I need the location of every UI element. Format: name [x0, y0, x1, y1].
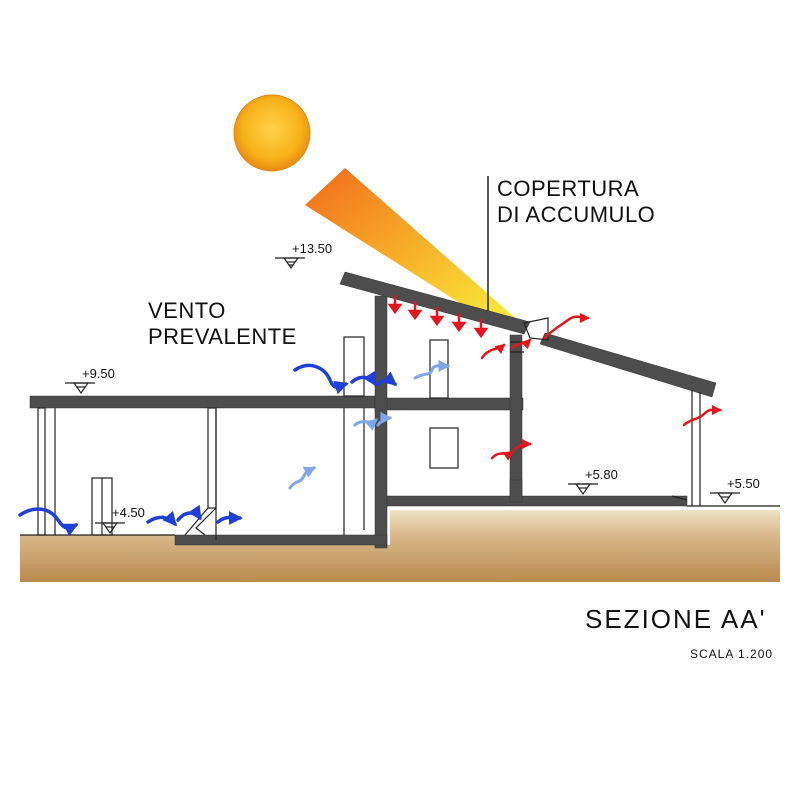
wind-label-line1: VENTO [148, 298, 226, 323]
roof-label-line1: COPERTURA [497, 176, 640, 201]
wind-label-line2: PREVALENTE [148, 324, 297, 349]
wind-arrow [18, 507, 79, 537]
warm-air-arrow [512, 439, 532, 452]
section-title: SEZIONE AA' [585, 604, 767, 634]
warm-air-arrows [387, 294, 722, 461]
roof-label-line2: DI ACCUMULO [497, 202, 656, 227]
cool-air-arrow [353, 418, 378, 431]
wind-arrow [176, 504, 202, 522]
scale-label: SCALA 1.200 [690, 647, 774, 661]
cool-air-arrow [288, 466, 317, 490]
warm-air-arrow [543, 312, 590, 340]
level-left-roof: +9.50 [82, 366, 115, 381]
warm-air-arrow [510, 338, 532, 350]
cool-air-arrow [376, 412, 393, 427]
cold-air-arrows [18, 363, 398, 537]
sun-ray [305, 168, 520, 322]
wind-arrow [376, 371, 398, 386]
cool-air-arrow [413, 359, 451, 380]
wind-arrow [293, 363, 349, 395]
warm-air-arrow [682, 404, 722, 427]
wind-arrow [216, 510, 243, 525]
heat-down-arrows [387, 294, 489, 339]
level-right-ground: +5.50 [727, 476, 760, 491]
sun-icon [233, 94, 311, 172]
level-ground-left: +4.50 [112, 505, 145, 520]
level-terrace: +5.80 [585, 467, 618, 482]
warm-air-arrow [480, 343, 506, 360]
ground [20, 510, 780, 582]
building-structure [29, 271, 717, 549]
level-markers [65, 257, 740, 535]
wind-arrow [146, 510, 177, 527]
warm-air-arrow [490, 450, 514, 461]
level-top: +13.50 [292, 241, 333, 256]
light-lines [20, 317, 780, 540]
wind-arrow [350, 370, 377, 387]
cool-air-arrows [288, 359, 451, 490]
